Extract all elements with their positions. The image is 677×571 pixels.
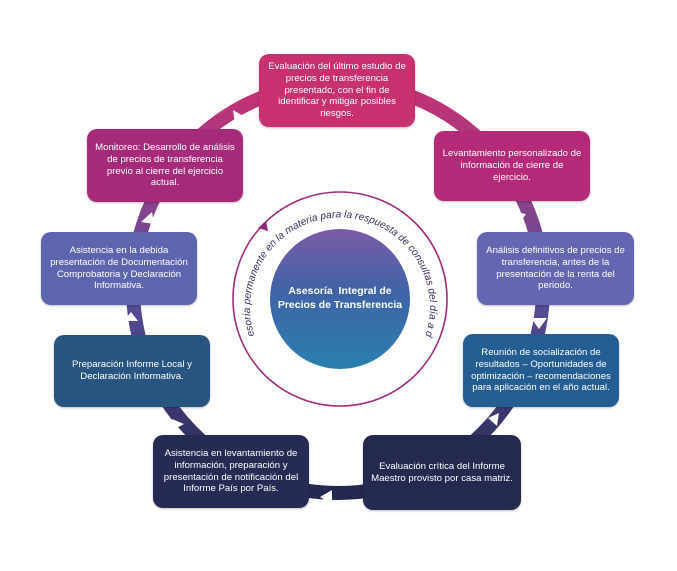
step-text: Análisis definitivos de precios de trans… [486, 245, 625, 292]
ring-arrow-icon [124, 312, 138, 321]
step-text: Reunión de socialización de resultados –… [471, 347, 611, 394]
ring-arrow-icon [141, 212, 154, 224]
step-box-3: Análisis definitivos de precios de trans… [477, 232, 634, 305]
ring-arrow-icon [513, 211, 526, 224]
ring-arrow-icon [531, 318, 547, 329]
center-title-line1: Asesoría Integral de [288, 285, 392, 298]
step-box-1: Evaluación del último estudio de precios… [259, 54, 415, 127]
step-box-5: Evaluación crítica del Informe Maestro p… [363, 435, 521, 510]
step-text: Asistencia en levantamiento de informaci… [163, 448, 299, 495]
ring-arrow-icon [233, 110, 245, 124]
step-text: Monitoreo: Desarrollo de análisis de pre… [95, 142, 235, 189]
step-text: Asistencia en la debida presentación de … [50, 245, 188, 292]
ring-arrow-icon [320, 490, 332, 504]
step-text: Preparación Informe Local y Declaración … [72, 359, 192, 382]
inner-ring-arrow-icon [258, 221, 268, 231]
ring-arrow-icon [488, 413, 499, 426]
center-title-line2: Precios de Transferencia [277, 299, 403, 311]
step-box-2: Levantamiento personalizado de informaci… [434, 131, 590, 201]
step-box-4: Reunión de socialización de resultados –… [463, 334, 619, 407]
ring-arrow-icon [427, 113, 440, 125]
inner-ring [232, 191, 448, 407]
step-box-8: Asistencia en la debida presentación de … [41, 232, 197, 305]
step-box-7: Preparación Informe Local y Declaración … [54, 335, 210, 407]
center-title: Asesoría Integral de Precios de Transfer… [262, 229, 418, 369]
step-box-9: Monitoreo: Desarrollo de análisis de pre… [87, 129, 243, 202]
step-text: Evaluación crítica del Informe Maestro p… [371, 460, 513, 484]
step-box-6: Asistencia en levantamiento de informaci… [153, 435, 309, 508]
step-text: Levantamiento personalizado de informaci… [442, 148, 582, 183]
step-text: Evaluación del último estudio de precios… [268, 61, 406, 120]
ring-arrow-icon [172, 419, 184, 430]
center-circle [270, 229, 410, 369]
